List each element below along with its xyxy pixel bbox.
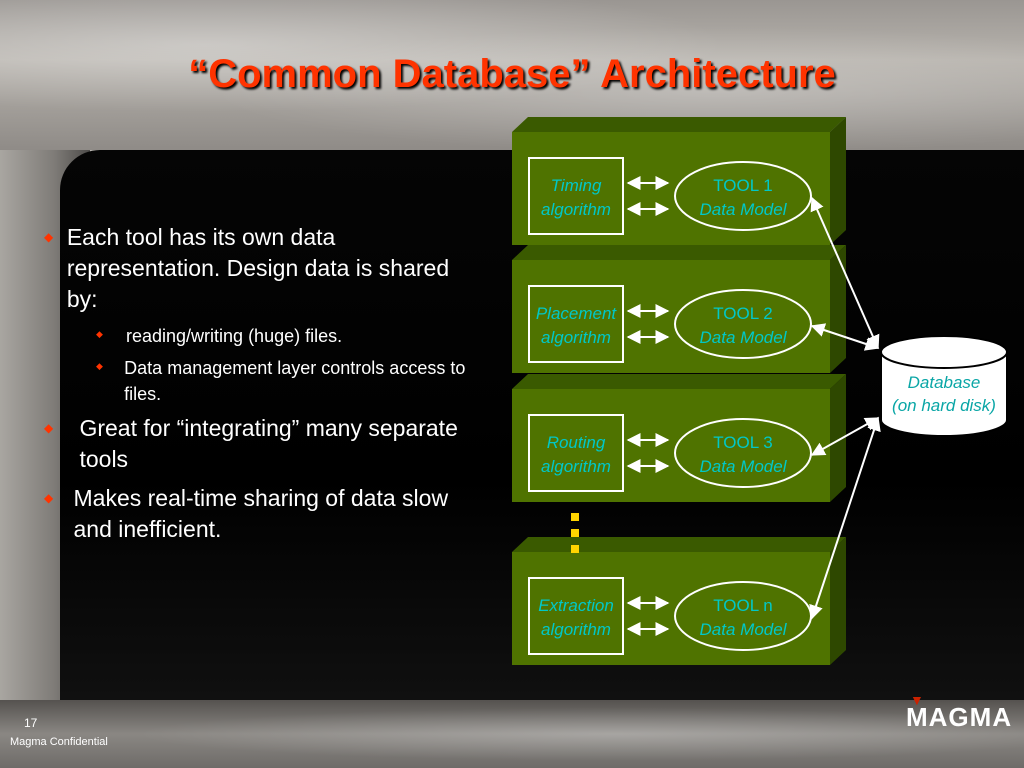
data-model-label-line: Data Model bbox=[700, 620, 788, 639]
tool-layer: Placement algorithm TOOL 2 Data Model bbox=[512, 245, 846, 373]
database-link-arrow bbox=[810, 196, 880, 350]
database-link-arrow bbox=[809, 416, 881, 620]
bullet-text: Makes real-time sharing of data slow and… bbox=[73, 485, 449, 542]
algorithm-label-line: Extraction bbox=[538, 596, 614, 615]
layer-top-face bbox=[512, 245, 846, 260]
data-model-label-line: TOOL 1 bbox=[713, 176, 773, 195]
layer-top-face bbox=[512, 117, 846, 132]
algorithm-box bbox=[528, 414, 624, 492]
algorithm-label-line: algorithm bbox=[541, 620, 611, 639]
data-model-label-line: TOOL 2 bbox=[713, 304, 773, 323]
bullet-diamond-icon: ◆ bbox=[44, 421, 54, 435]
bullet-list: ◆ Each tool has its own data representat… bbox=[44, 222, 484, 553]
slide-title: “Common Database” Architecture bbox=[188, 52, 836, 96]
stone-background-bottom bbox=[0, 700, 1024, 768]
layer-top-face bbox=[512, 374, 846, 389]
page-number: 17 bbox=[24, 716, 38, 730]
bullet-text: Great for “integrating” many separate to… bbox=[79, 415, 458, 472]
database-label-line: (on hard disk) bbox=[892, 396, 996, 415]
data-model-label-line: TOOL n bbox=[713, 596, 773, 615]
magma-logo-mark-icon: ▼ bbox=[910, 692, 924, 708]
database-link-arrow bbox=[810, 323, 880, 351]
bullet-item: ◆ Great for “integrating” many separate … bbox=[44, 413, 484, 475]
tool-layer: Extraction algorithm TOOL n Data Model bbox=[512, 537, 846, 665]
sub-bullet-text: Data management layer controls access to… bbox=[124, 358, 466, 404]
data-model-label-line: Data Model bbox=[700, 457, 788, 476]
bullet-text: Each tool has its own data representatio… bbox=[66, 224, 450, 312]
algorithm-label-line: Placement bbox=[536, 304, 618, 323]
ellipsis-dot bbox=[571, 545, 579, 553]
sub-bullet-text: reading/writing (huge) files. bbox=[126, 326, 343, 346]
bullet-diamond-icon: ◆ bbox=[44, 230, 54, 244]
data-model-ellipse bbox=[674, 161, 812, 231]
tool-layer: Timing algorithm TOOL 1 Data Model bbox=[512, 117, 846, 245]
sub-bullet-diamond-icon: ◆ bbox=[96, 361, 103, 371]
data-model-label-line: Data Model bbox=[700, 200, 788, 219]
algorithm-box bbox=[528, 285, 624, 363]
sub-bullet-diamond-icon: ◆ bbox=[96, 329, 103, 339]
algorithm-label-line: algorithm bbox=[541, 457, 611, 476]
layer-side-face bbox=[830, 117, 846, 245]
algorithm-label-line: Timing bbox=[551, 176, 602, 195]
bullet-item: ◆ Makes real-time sharing of data slow a… bbox=[44, 483, 484, 545]
bullet-diamond-icon: ◆ bbox=[44, 491, 54, 505]
database-cylinder: Database (on hard disk) bbox=[880, 335, 1008, 437]
algorithm-box bbox=[528, 577, 624, 655]
stone-background-top bbox=[0, 0, 1024, 150]
data-model-label-line: TOOL 3 bbox=[713, 433, 773, 452]
ellipsis-dots bbox=[571, 513, 579, 553]
ellipsis-dot bbox=[571, 513, 579, 521]
data-model-label-line: Data Model bbox=[700, 328, 788, 347]
sub-bullet-item: ◆ reading/writing (huge) files. bbox=[96, 323, 484, 349]
layer-top-face bbox=[512, 537, 846, 552]
magma-logo: MAGMA bbox=[906, 702, 1013, 732]
database-label-line: Database bbox=[908, 373, 981, 392]
algorithm-box bbox=[528, 157, 624, 235]
database-top bbox=[880, 335, 1008, 369]
sub-bullet-item: ◆ Data management layer controls access … bbox=[96, 355, 484, 407]
algorithm-label-line: algorithm bbox=[541, 328, 611, 347]
tool-layer: Routing algorithm TOOL 3 Data Model bbox=[512, 374, 846, 502]
layer-side-face bbox=[830, 245, 846, 373]
footer-confidential: Magma Confidential bbox=[10, 736, 108, 748]
bullet-item: ◆ Each tool has its own data representat… bbox=[44, 222, 484, 315]
algorithm-label-line: Routing bbox=[547, 433, 606, 452]
algorithm-label-line: algorithm bbox=[541, 200, 611, 219]
ellipsis-dot bbox=[571, 529, 579, 537]
database-body bbox=[880, 352, 1008, 437]
